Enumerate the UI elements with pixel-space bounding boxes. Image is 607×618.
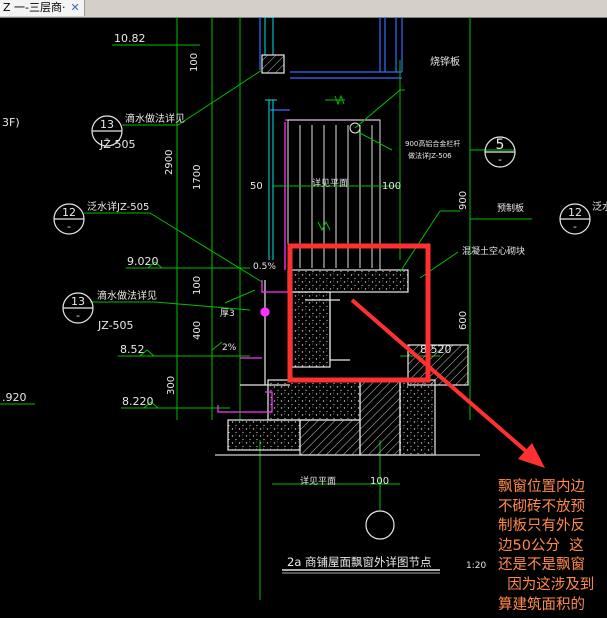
label-block: 混凝土空心砌块 [462, 245, 525, 257]
tab-bar: Z 一-三层商· ✕ [0, 0, 607, 18]
note-line-3: 制板只有外反 [498, 518, 585, 535]
bubble-4-top: 5 [496, 137, 505, 153]
scale-text: 1:20 [466, 561, 486, 571]
cad-drawing-canvas[interactable]: 13 - 12 - 13 - 5 - 12 - 10.82 9.020 8.52… [0, 17, 607, 618]
dim-50: 50 [250, 181, 263, 192]
note-line-4: 边50公分 这 [498, 537, 584, 554]
slope-2: 2% [222, 343, 237, 353]
label-plan-detail-1: 详见平面 [312, 177, 348, 189]
dim-100-bottom: 100 [370, 476, 389, 487]
section-bubbles [53, 115, 591, 540]
bubble-2-top: 12 [62, 206, 76, 219]
dim-400: 400 [192, 321, 203, 340]
dim-300: 300 [166, 376, 177, 395]
label-rail-b: 做法详JZ-506 [408, 151, 452, 160]
bubble-3-bottom: - [76, 309, 80, 322]
note-line-5: 还是不是飘窗 [498, 557, 585, 574]
annotation-labels: 滴水做法详见 JZ-505 泛水详JZ-505 滴水做法详见 JZ-505 泛水… [2, 55, 607, 487]
bubble-labels: 13 - 12 - 13 - 5 - 12 - [62, 118, 582, 322]
window-mullion [264, 17, 277, 260]
label-prefix: 厚3 [220, 308, 235, 319]
dim-900: 900 [458, 191, 469, 210]
label-flash-detail: 泛水详JZ-505 [87, 200, 149, 213]
elevation-lines [0, 44, 440, 409]
label-waterproof-1: 滴水做法详见 [125, 112, 185, 125]
bubble-3-top: 13 [71, 295, 85, 308]
elev-left-920: .920 [2, 391, 27, 404]
note-line-2: 不砌砖不放预 [498, 498, 585, 515]
drawing-tab-label: Z 一-三层商· [3, 1, 66, 14]
dim-2900: 2900 [164, 150, 175, 175]
label-precast: 预制板 [497, 202, 524, 214]
elev-10-82: 10.82 [114, 32, 146, 45]
note-line-1: 飘窗位置内边 [498, 479, 585, 495]
title-text: 2a 商铺屋面飘窗外详图节点 [287, 555, 432, 569]
bubble-5-top: 12 [568, 206, 582, 219]
bubble-2-bottom: - [67, 220, 71, 233]
window-frame [259, 17, 403, 111]
note-line-6: 因为这涉及到 [498, 576, 595, 593]
note-line-7: 算建筑面积的 [498, 596, 585, 613]
bubble-4-bottom: - [498, 153, 502, 166]
annotation-note: 飘窗位置内边不砌砖不放预制板只有外反边50公分 这还是不是飘窗 因为这涉及到算建… [498, 478, 607, 615]
highlight-box [287, 243, 431, 383]
label-3f: 3F) [2, 116, 20, 129]
label-flash-right: 泛水 [592, 201, 607, 213]
slope-0-5: 0.5% [253, 262, 276, 272]
elev-9-020: 9.020 [127, 255, 159, 268]
elev-8-52: 8.52 [120, 343, 145, 356]
dimension-labels: 100 2900 1700 100 400 300 50 100 900 600… [164, 53, 469, 487]
drawing-tab[interactable]: Z 一-三层商· ✕ [0, 0, 85, 16]
elev-8-520-right: 8.520 [420, 343, 452, 356]
label-rail-a: 900高铝合金栏杆 [405, 139, 460, 148]
elev-8-220: 8.220 [122, 395, 154, 408]
leader-lines [84, 69, 532, 485]
arrow-icon [350, 298, 545, 468]
dim-100-mid: 100 [192, 276, 203, 295]
drawing-title: 2a 商铺屋面飘窗外详图节点 1:20 [282, 555, 486, 574]
bubble-1-bottom: - [105, 132, 109, 145]
label-waterproof-2: 滴水做法详见 [97, 289, 157, 302]
structure [215, 54, 480, 456]
dim-1700: 1700 [192, 165, 203, 190]
label-plan-detail-2: 详见平面 [300, 475, 336, 487]
label-jz505-2: JZ-505 [97, 319, 134, 332]
dim-600: 600 [458, 311, 469, 330]
close-icon[interactable]: ✕ [70, 1, 80, 14]
bubble-1-top: 13 [100, 118, 114, 131]
dim-100-top: 100 [189, 53, 200, 72]
bubble-5-bottom: - [573, 220, 577, 233]
dim-100-right: 100 [382, 181, 401, 192]
label-steel-plate: 烧铧板 [430, 55, 460, 68]
finish-lines [217, 119, 380, 413]
label-jz505-1: JZ-505 [99, 138, 136, 151]
